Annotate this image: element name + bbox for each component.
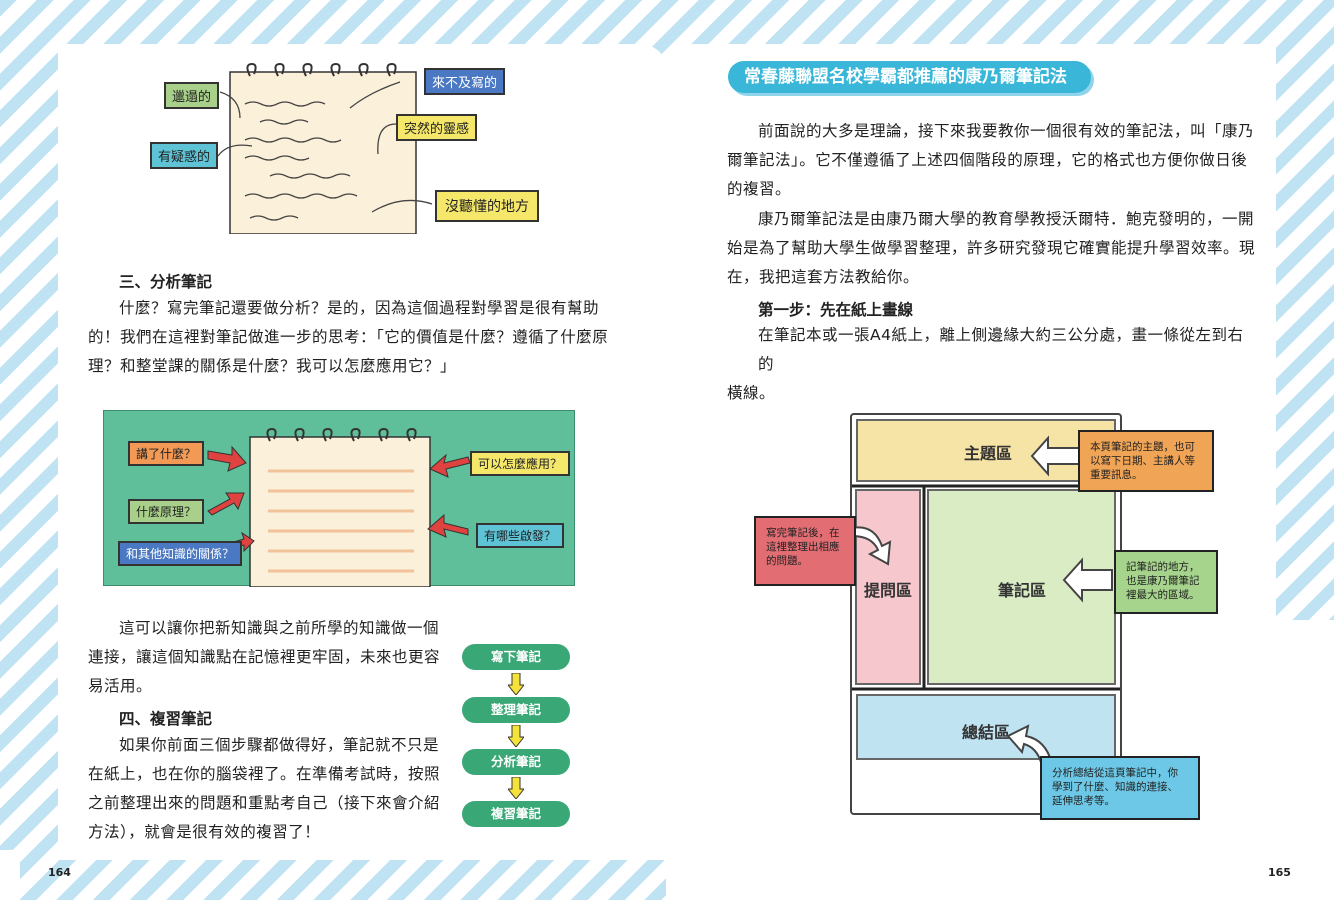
label-inspiration-2: 有哪些啟發？ — [476, 523, 565, 548]
notebook-drawing — [217, 62, 433, 235]
label-no-time: 來不及寫的 — [424, 68, 506, 95]
right-page-number: 165 — [1268, 866, 1291, 879]
summary-note: 分析總結從這頁筆記中，你 學到了什麼、知識的連接、 延伸思考等。 — [1040, 756, 1200, 820]
label-inspiration: 突然的靈感 — [396, 114, 478, 141]
section4-line-1: 如果你前面三個步驟都做得好，筆記就不只是 — [119, 736, 440, 754]
topic-note: 本頁筆記的主題，也可 以寫下日期、主講人等 重要訊息。 — [1078, 430, 1214, 492]
intro-line-3: 的複習。 — [727, 180, 792, 198]
summary-note-line-1: 分析總結從這頁筆記中，你 — [1052, 767, 1178, 779]
notebook-illustration: 邋遢的 來不及寫的 突然的靈感 有疑惑的 沒聽懂的地方 — [150, 62, 550, 235]
step1-line-2: 橫線。 — [727, 384, 776, 402]
topic-note-line-1: 本頁筆記的主題，也可 — [1090, 441, 1195, 453]
flow-arrow-down-icon — [508, 673, 524, 695]
summary-note-line-2: 學到了什麼、知識的連接、 — [1052, 781, 1178, 793]
question-zone-label: 提問區 — [864, 581, 913, 600]
cornell-diagram: 主題區 提問區 筆記區 總結區 本頁筆記的主題，也可 以寫下日期、主講人等 重要… — [752, 410, 1224, 826]
connect-paragraph: 這可以讓你把新知識與之前所學的知識做一個 連接，讓這個知識點在記憶裡更牢固，未來… — [88, 614, 448, 701]
origin-paragraph: 康乃爾筆記法是由康乃爾大學的教育學教授沃爾特．鮑克發明的，一開 始是為了幫助大學… — [727, 205, 1257, 292]
notes-arrow — [1062, 557, 1113, 603]
section4-heading: 四、複習筆記 — [119, 710, 213, 728]
intro-line-2: 爾筆記法」。它不僅遵循了上述四個階段的原理，它的格式也方便你做日後 — [727, 151, 1248, 169]
origin-line-2: 始是為了幫助大學生做學習整理，許多研究發現它確實能提升學習效率。現 — [727, 239, 1256, 257]
section3-line-2: 的！我們在這裡對筆記做進一步的思考：「它的價值是什麼？遵循了什麼原 — [88, 328, 609, 346]
section4-paragraph: 如果你前面三個步驟都做得好，筆記就不只是 在紙上，也在你的腦袋裡了。在準備考試時… — [88, 731, 448, 847]
question-zone — [855, 489, 921, 685]
summary-zone-label: 總結區 — [962, 723, 1011, 742]
flow-arrow-down-icon — [508, 725, 524, 747]
analysis-drawing — [207, 427, 471, 587]
label-not-understood: 沒聽懂的地方 — [435, 190, 539, 222]
flow-step-analyze: 分析筆記 — [462, 749, 570, 775]
question-note-line-3: 的問題。 — [766, 555, 808, 567]
section3-paragraph: 什麼？寫完筆記還要做分析？是的，因為這個過程對學習是很有幫助 的！我們在這裡對筆… — [88, 294, 628, 381]
notes-note-line-2: 也是康乃爾筆記 — [1126, 575, 1200, 587]
flow-arrow-down-icon — [508, 777, 524, 799]
question-note-line-2: 這裡整理出相應 — [766, 541, 840, 553]
summary-zone — [856, 694, 1116, 760]
step1-heading: 第一步：先在紙上畫線 — [758, 301, 914, 319]
question-note: 寫完筆記後，在 這裡整理出相應 的問題。 — [754, 516, 856, 586]
analysis-illustration: 講了什麼？ 什麼原理？ 和其他知識的關係？ 可以怎麼應用？ 有哪些啟發？ — [103, 410, 575, 587]
flow-step-organize: 整理筆記 — [462, 697, 570, 723]
label-messy: 邋遢的 — [164, 82, 220, 109]
question-note-line-1: 寫完筆記後，在 — [766, 527, 840, 539]
cornell-lines — [851, 435, 1120, 768]
notes-note-line-3: 裡最大的區域。 — [1126, 589, 1200, 601]
section4-line-3: 之前整理出來的問題和重點考自己（接下來會介紹 — [88, 794, 441, 812]
left-page-number: 164 — [48, 866, 71, 879]
topic-note-line-2: 以寫下日期、主講人等 — [1090, 455, 1195, 467]
left-page-corner — [0, 850, 20, 900]
notes-note-line-1: 記筆記的地方， — [1126, 561, 1200, 573]
section4-line-2: 在紙上，也在你的腦袋裡了。在準備考試時，按照 — [88, 765, 441, 783]
topic-note-line-3: 重要訊息。 — [1090, 469, 1143, 481]
summary-note-line-3: 延伸思考等。 — [1052, 795, 1115, 807]
notes-note: 記筆記的地方， 也是康乃爾筆記 裡最大的區域。 — [1114, 550, 1218, 614]
section-banner: 常春藤聯盟名校學霸都推薦的康乃爾筆記法 — [728, 61, 1091, 93]
label-relation: 和其他知識的關係？ — [118, 541, 243, 566]
step1-line-1: 在筆記本或一張A4紙上，離上側邊緣大約三公分處，畫一條從左到右的 — [758, 326, 1244, 373]
notes-zone-label: 筆記區 — [998, 581, 1047, 600]
section3-heading: 三、分析筆記 — [119, 273, 213, 291]
label-how-apply: 可以怎麼應用？ — [470, 451, 571, 476]
intro-paragraph: 前面說的大多是理論，接下來我要教你一個很有效的筆記法，叫「康乃 爾筆記法」。它不… — [727, 117, 1257, 204]
connect-line-2: 連接，讓這個知識點在記憶裡更牢固，未來也更容 — [88, 648, 441, 666]
section3-line-1: 什麼？寫完筆記還要做分析？是的，因為這個過程對學習是很有幫助 — [119, 299, 600, 317]
section3-line-3: 理？和整堂課的關係是什麼？我可以怎麼應用它？」 — [88, 357, 457, 375]
connect-line-1: 這可以讓你把新知識與之前所學的知識做一個 — [119, 619, 440, 637]
origin-line-1: 康乃爾筆記法是由康乃爾大學的教育學教授沃爾特．鮑克發明的，一開 — [758, 210, 1255, 228]
step1-paragraph: 在筆記本或一張A4紙上，離上側邊緣大約三公分處，畫一條從左到右的 橫線。 — [727, 321, 1257, 408]
question-arrow — [851, 526, 892, 566]
flow-step-review: 複習筆記 — [462, 801, 570, 827]
flow-step-write: 寫下筆記 — [462, 644, 570, 670]
section4-line-4: 方法），就會是很有效的複習了！ — [88, 823, 321, 841]
intro-line-1: 前面說的大多是理論，接下來我要教你一個很有效的筆記法，叫「康乃 — [758, 122, 1255, 140]
topic-arrow — [1030, 435, 1081, 477]
connect-line-3: 易活用。 — [88, 677, 153, 695]
topic-zone-label: 主題區 — [964, 444, 1013, 463]
label-what-principle: 什麼原理？ — [128, 499, 205, 524]
label-what-said: 講了什麼？ — [128, 441, 205, 466]
label-doubt: 有疑惑的 — [150, 142, 219, 169]
origin-line-3: 在，我把這套方法教給你。 — [727, 268, 920, 286]
